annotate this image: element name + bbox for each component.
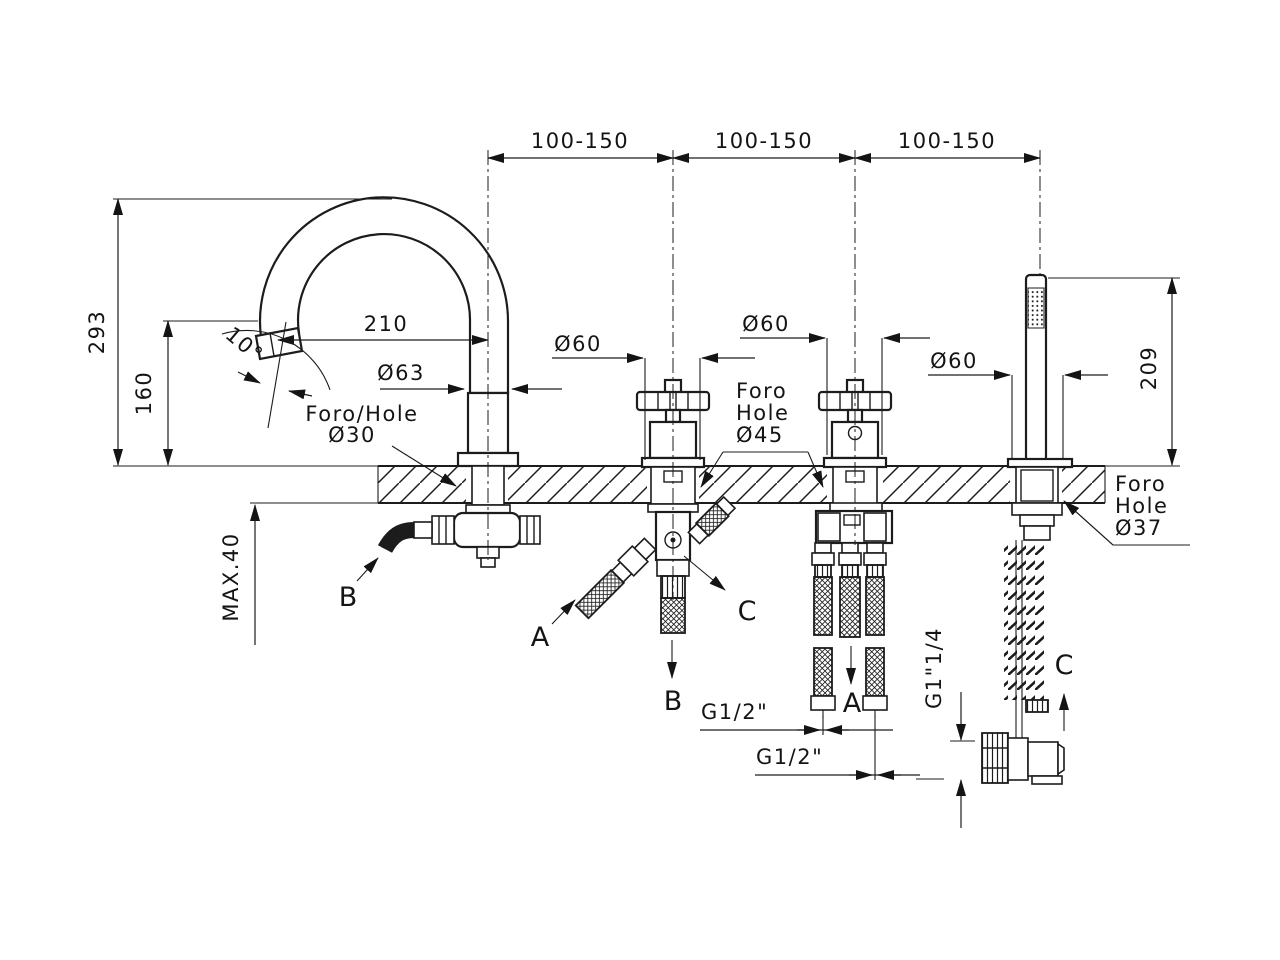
leader-shower-hole-arrow — [1063, 500, 1114, 546]
leader-b-spout — [356, 557, 379, 582]
spout-tee-body — [452, 511, 522, 549]
callout-handle-hole-3: Ø45 — [736, 423, 784, 447]
elbow-step — [1031, 775, 1063, 785]
label-c-valve1: C — [738, 596, 757, 627]
callout-shower-hole-2: Hole — [1115, 494, 1168, 518]
label-a-valve1: A — [531, 622, 550, 653]
dim-spout-height: 293 — [85, 310, 109, 355]
valve2-center-detail — [843, 514, 861, 526]
thread-hose-1: G1/2" — [701, 700, 768, 724]
handshower-adapter1 — [1019, 514, 1055, 527]
handshower-spray-face — [1027, 287, 1045, 329]
valve2-left-pod — [817, 512, 841, 542]
callout-handle-hole-1: Foro — [736, 379, 787, 403]
handshower-coil-hose — [1004, 544, 1044, 700]
dim-shower-escutcheon: Ø60 — [930, 349, 978, 373]
spout-hose-ferrule — [413, 521, 433, 539]
handle2-bar-facets — [839, 392, 871, 410]
valve1-inlet-hose-left — [574, 537, 657, 620]
dimensions: 100-150 100-150 100-150 293 160 MAX.40 2… — [85, 129, 1190, 828]
valve2-right-tail — [862, 542, 888, 718]
centerlines — [487, 150, 1041, 600]
spout-tee-left-nut — [431, 515, 455, 545]
handshower-locknut — [1011, 502, 1063, 516]
dim-outlet-height: 160 — [132, 371, 156, 416]
label-c-shower: C — [1055, 650, 1074, 681]
valve1-outlet-hose-right — [687, 495, 737, 545]
thread-hose-2: G1/2" — [756, 745, 823, 769]
callout-handle-hole-2: Hole — [736, 401, 789, 425]
dim-spacing-1: 100-150 — [531, 129, 629, 153]
connection-labels: B A C B A C — [339, 555, 1074, 731]
leader-c-valve1 — [683, 555, 726, 591]
handshower-shank — [1015, 466, 1059, 504]
elbow-knurled-nut — [981, 732, 1009, 784]
callout-spout-hole-1: Foro/Hole — [305, 402, 418, 426]
handshower-flange — [1006, 457, 1074, 469]
label-a-valve2: A — [843, 688, 862, 719]
handshower-hose-end — [1025, 699, 1049, 713]
angle-arrow-right — [288, 389, 313, 400]
dim-shower-height: 209 — [1137, 346, 1161, 391]
dim-deck-max: MAX.40 — [219, 532, 243, 621]
spout-gooseneck-tube — [258, 196, 510, 395]
handle1-bar-facets — [657, 392, 689, 410]
valve1-bottom-hose — [660, 597, 686, 634]
valve2-center-tail — [838, 542, 862, 638]
dim-handle2-escutcheon: Ø60 — [742, 312, 790, 336]
leader-handle-hole-left — [700, 451, 724, 488]
handshower-shank-detail — [1020, 469, 1054, 502]
dim-handle1-escutcheon: Ø60 — [554, 332, 602, 356]
angle-arc — [221, 329, 331, 391]
leader-handle-hole-right — [807, 451, 824, 488]
spout-nozzle-joint — [269, 332, 275, 357]
spout-tee-right-nut — [519, 515, 541, 545]
dim-spacing-2: 100-150 — [715, 129, 813, 153]
leader-a-valve1 — [551, 599, 576, 625]
spout-tee-left-nut-facets — [438, 516, 447, 544]
handshower-adapter2 — [1023, 525, 1051, 541]
label-b-spout: B — [339, 582, 358, 613]
dim-spacing-3: 100-150 — [898, 129, 996, 153]
valve2-washer — [829, 502, 883, 512]
valve2-left-tail — [810, 542, 836, 718]
elbow-end-cap — [1057, 742, 1065, 776]
label-b-valve1: B — [664, 686, 683, 717]
dim-reach: 210 — [364, 312, 409, 336]
angle-arrow-left — [237, 371, 261, 384]
handshower — [981, 273, 1074, 785]
valve2-right-pod — [863, 512, 887, 542]
deck-edges — [377, 466, 1106, 503]
thread-elbow: G1"1/4 — [922, 627, 946, 709]
dim-spout-base: Ø63 — [377, 361, 425, 385]
handle1-valve — [574, 378, 737, 634]
elbow-body — [1027, 741, 1059, 777]
elbow-collar — [1007, 737, 1029, 781]
callout-shower-hole-3: Ø37 — [1115, 516, 1163, 540]
elbow-nut-rings — [982, 747, 1008, 769]
spout-tee-bottom-stub — [480, 557, 496, 568]
spout-hose-braid — [379, 524, 415, 553]
angle-projection-line — [267, 321, 287, 429]
callout-spout-hole-2: Ø30 — [328, 423, 376, 447]
callout-shower-hole-1: Foro — [1115, 472, 1166, 496]
spout-tee-right-nut-facets — [526, 516, 535, 544]
leader-spout-hole — [391, 445, 457, 487]
